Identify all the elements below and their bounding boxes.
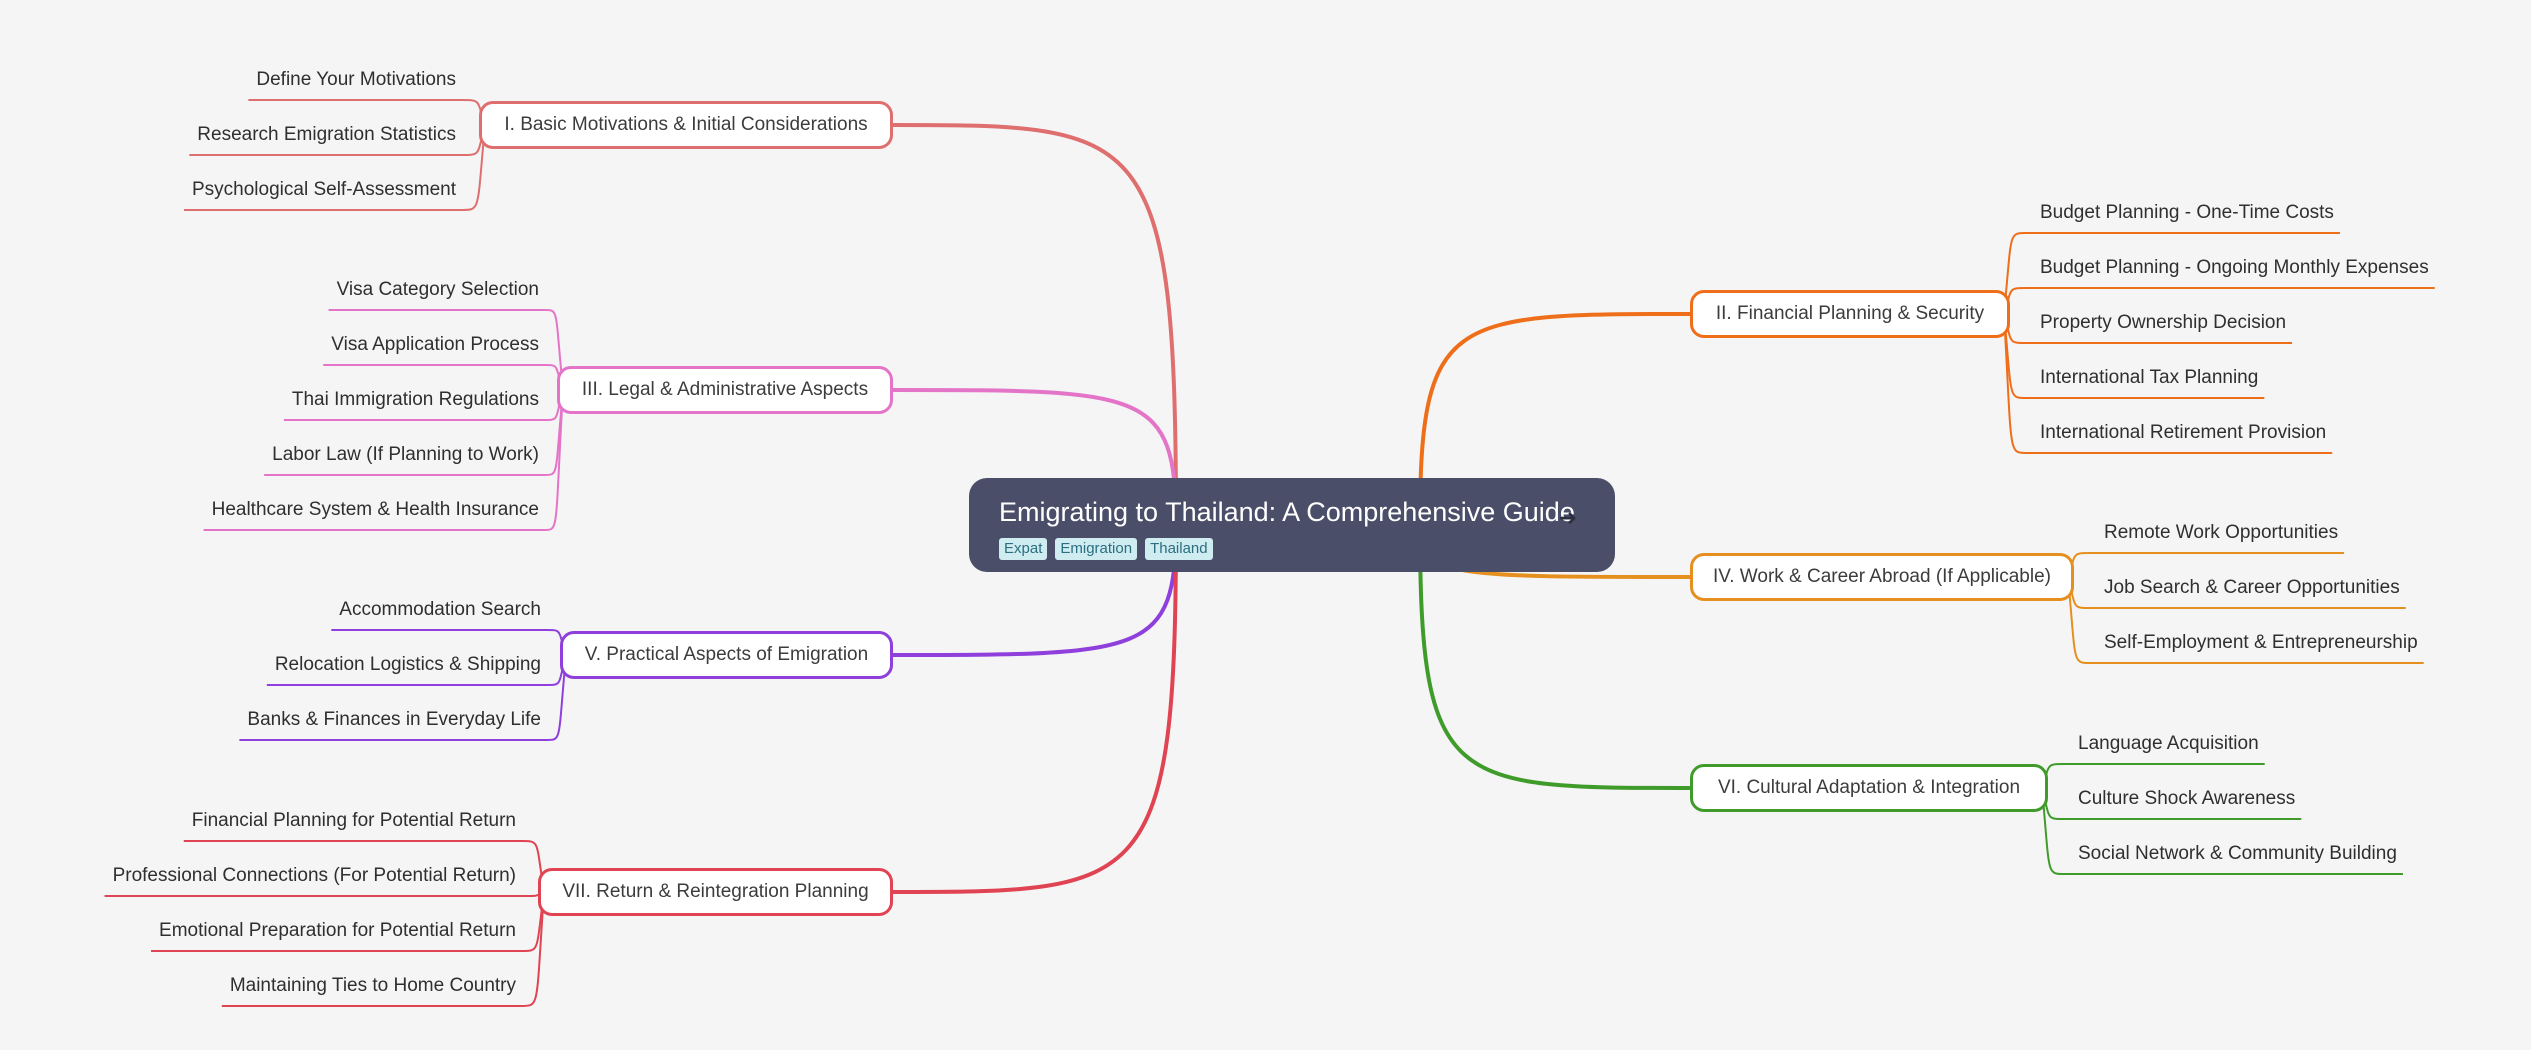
subtopic-b5-1[interactable]: Accommodation Search — [339, 599, 541, 620]
subtopic-b2-1[interactable]: Budget Planning - One-Time Costs — [2040, 202, 2334, 223]
subtopic-b3-2[interactable]: Visa Application Process — [331, 334, 539, 355]
link-b1 — [892, 123, 1178, 526]
root-topic[interactable]: Emigrating to Thailand: A Comprehensive … — [969, 478, 1615, 572]
subtopic-b7-3[interactable]: Emotional Preparation for Potential Retu… — [159, 920, 516, 941]
branch-topic-b1[interactable]: I. Basic Motivations & Initial Considera… — [479, 101, 893, 149]
subtopic-b5-2[interactable]: Relocation Logistics & Shipping — [274, 654, 541, 675]
branch-topic-b6[interactable]: VI. Cultural Adaptation & Integration — [1690, 764, 2048, 812]
link-b7 — [892, 524, 1178, 894]
subtopic-b2-5[interactable]: International Retirement Provision — [2040, 422, 2327, 443]
root-title: Emigrating to Thailand: A Comprehensive … — [999, 497, 1575, 527]
subtopic-b3-5[interactable]: Healthcare System & Health Insurance — [211, 499, 539, 520]
link-b3 — [892, 388, 1178, 526]
subtopic-b2-4[interactable]: International Tax Planning — [2040, 367, 2259, 388]
subtopic-b3-4[interactable]: Labor Law (If Planning to Work) — [272, 444, 539, 465]
leaf-link-b2-1 — [2003, 232, 2027, 315]
branch-topic-b7[interactable]: VII. Return & Reintegration Planning — [538, 868, 893, 916]
subtopic-b7-4[interactable]: Maintaining Ties to Home Country — [229, 975, 516, 996]
leaf-link-b6-3 — [2041, 787, 2065, 875]
subtopic-b6-3[interactable]: Social Network & Community Building — [2078, 843, 2397, 864]
subtopic-b7-1[interactable]: Financial Planning for Potential Return — [191, 810, 516, 831]
subtopic-b6-1[interactable]: Language Acquisition — [2078, 733, 2259, 754]
subtopic-b4-2[interactable]: Job Search & Career Opportunities — [2104, 577, 2400, 598]
subtopic-b3-3[interactable]: Thai Immigration Regulations — [291, 389, 539, 410]
leaf-link-b3-1 — [544, 309, 564, 391]
subtopic-b4-1[interactable]: Remote Work Opportunities — [2104, 522, 2339, 543]
tag-emigration[interactable]: Emigration — [1055, 538, 1138, 560]
link-b2 — [1418, 312, 1691, 526]
subtopic-b1-2[interactable]: Research Emigration Statistics — [197, 124, 456, 145]
leaf-link-b4-3 — [2067, 576, 2091, 664]
tag-thailand[interactable]: Thailand — [1145, 538, 1213, 560]
leaf-link-b5-3 — [546, 654, 567, 741]
leaf-link-b3-5 — [544, 389, 564, 531]
subtopic-b6-2[interactable]: Culture Shock Awareness — [2078, 788, 2296, 809]
subtopic-b4-3[interactable]: Self-Employment & Entrepreneurship — [2104, 632, 2418, 653]
branch-topic-b5[interactable]: V. Practical Aspects of Emigration — [560, 631, 893, 679]
subtopic-b1-3[interactable]: Psychological Self-Assessment — [192, 179, 456, 200]
tag-list: Expat Emigration Thailand — [999, 538, 1585, 560]
branch-topic-b2[interactable]: II. Financial Planning & Security — [1690, 290, 2010, 338]
leaf-link-b7-4 — [521, 891, 545, 1007]
subtopic-b3-1[interactable]: Visa Category Selection — [336, 279, 539, 300]
arrow-icon: ➜ — [1558, 505, 1577, 530]
subtopic-b2-3[interactable]: Property Ownership Decision — [2040, 312, 2287, 333]
subtopic-b5-3[interactable]: Banks & Finances in Everyday Life — [247, 709, 541, 730]
link-b6 — [1418, 524, 1691, 790]
subtopic-b2-2[interactable]: Budget Planning - Ongoing Monthly Expens… — [2040, 257, 2429, 278]
branch-topic-b3[interactable]: III. Legal & Administrative Aspects — [557, 366, 893, 414]
branch-topic-b4[interactable]: IV. Work & Career Abroad (If Applicable) — [1690, 553, 2074, 601]
leaf-link-b2-5 — [2003, 313, 2027, 454]
subtopic-b7-2[interactable]: Professional Connections (For Potential … — [112, 865, 516, 886]
leaf-link-b1-3 — [461, 124, 486, 211]
subtopic-b1-1[interactable]: Define Your Motivations — [256, 69, 456, 90]
tag-expat[interactable]: Expat — [999, 538, 1048, 560]
